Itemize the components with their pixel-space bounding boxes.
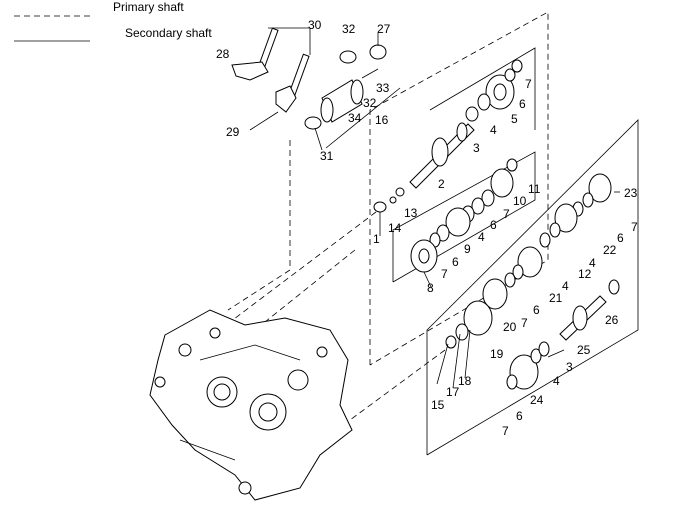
washer bbox=[373, 201, 387, 213]
part-label: 21 bbox=[549, 291, 563, 305]
part-label: 5 bbox=[511, 112, 518, 126]
part-label: 32 bbox=[363, 96, 377, 110]
selector-fork-assembly bbox=[231, 27, 310, 113]
primary-top-gears bbox=[465, 59, 523, 122]
part-label: 3 bbox=[473, 141, 480, 155]
part-label: 4 bbox=[490, 123, 497, 137]
part-label: 26 bbox=[605, 313, 619, 327]
crankcase bbox=[149, 309, 353, 501]
primary-gear-group-frame bbox=[392, 151, 536, 283]
washer bbox=[389, 196, 397, 204]
callout-labels: 30 32 27 28 33 32 34 16 29 31 7 6 5 4 3 … bbox=[216, 18, 638, 438]
part-label: 15 bbox=[431, 398, 445, 412]
selector-frame-line bbox=[325, 87, 401, 149]
part-label: 7 bbox=[521, 316, 528, 330]
part-label: 19 bbox=[490, 347, 504, 361]
part-label: 7 bbox=[502, 424, 509, 438]
part-label: 6 bbox=[617, 231, 624, 245]
part-label: 6 bbox=[533, 303, 540, 317]
part-label: 9 bbox=[464, 242, 471, 256]
part-label: 32 bbox=[342, 22, 356, 36]
dash-connector bbox=[229, 211, 377, 323]
drum-washer bbox=[369, 44, 387, 60]
part-label: 7 bbox=[503, 207, 510, 221]
selector-drum bbox=[320, 68, 379, 123]
part-label: 6 bbox=[452, 255, 459, 269]
legend-secondary-label: Secondary shaft bbox=[125, 26, 212, 40]
part-label: 4 bbox=[562, 279, 569, 293]
part-label: 23 bbox=[624, 186, 638, 200]
part-label: 30 bbox=[308, 18, 322, 32]
dash-connector bbox=[227, 269, 291, 311]
primary-gear-cluster bbox=[410, 158, 518, 273]
part-label: 1 bbox=[373, 232, 380, 246]
secondary-shaft bbox=[559, 295, 607, 341]
part-label: 28 bbox=[216, 47, 230, 61]
part-label: 10 bbox=[513, 194, 527, 208]
part-label: 14 bbox=[388, 221, 402, 235]
drum-washer bbox=[339, 50, 357, 64]
part-label: 27 bbox=[377, 22, 391, 36]
part-label: 11 bbox=[528, 182, 541, 196]
part-label: 22 bbox=[603, 243, 617, 257]
part-label: 25 bbox=[577, 343, 591, 357]
part-label: 29 bbox=[226, 125, 240, 139]
part-label: 34 bbox=[348, 111, 362, 125]
part-label: 6 bbox=[519, 97, 526, 111]
part-label: 8 bbox=[427, 281, 434, 295]
drum-washer bbox=[304, 116, 322, 130]
primary-top-group-frame bbox=[429, 47, 536, 130]
part-label: 12 bbox=[578, 267, 592, 281]
part-label: 4 bbox=[589, 256, 596, 270]
part-label: 4 bbox=[553, 374, 560, 388]
part-label: 18 bbox=[458, 374, 472, 388]
part-label: 2 bbox=[438, 177, 445, 191]
primary-shaft bbox=[409, 122, 475, 189]
part-label: 4 bbox=[478, 230, 485, 244]
part-label: 6 bbox=[490, 218, 497, 232]
part-label: 7 bbox=[441, 267, 448, 281]
secondary-gear-cluster bbox=[445, 173, 620, 390]
part-label: 3 bbox=[566, 360, 573, 374]
part-label: 7 bbox=[631, 220, 638, 234]
part-label: 16 bbox=[375, 113, 389, 127]
part-label: 6 bbox=[516, 409, 523, 423]
legend-primary-label: Primary shaft bbox=[113, 0, 184, 14]
part-label: 20 bbox=[503, 320, 517, 334]
washer bbox=[395, 187, 405, 197]
part-label: 31 bbox=[320, 149, 334, 163]
secondary-shaft-frame bbox=[426, 119, 639, 456]
part-label: 24 bbox=[530, 393, 544, 407]
leader-lines bbox=[249, 27, 620, 389]
part-label: 7 bbox=[525, 77, 532, 91]
part-label: 33 bbox=[376, 81, 390, 95]
part-label: 17 bbox=[446, 385, 460, 399]
part-label: 13 bbox=[404, 206, 418, 220]
